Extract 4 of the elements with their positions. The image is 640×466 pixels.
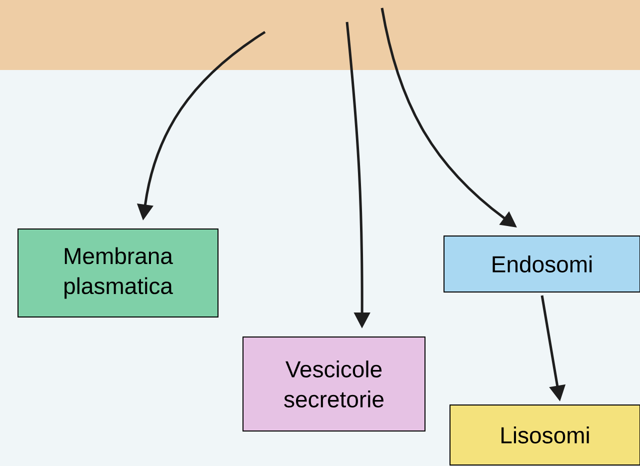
label-box: Lisosomi <box>450 404 640 466</box>
label-box: Endosomi <box>444 236 640 292</box>
label-box: Vescicole secretorie <box>242 336 426 432</box>
label-box: Membrana plasmatica <box>18 228 218 318</box>
